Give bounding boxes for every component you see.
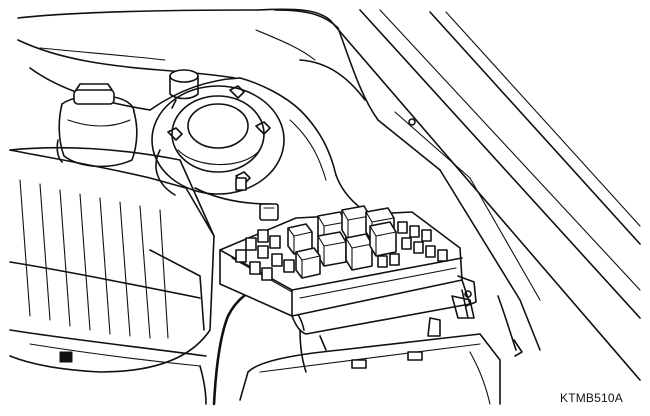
fender-panel: [255, 8, 641, 381]
fuse-array[interactable]: [235, 221, 448, 281]
air-cleaner-box: [9, 146, 215, 405]
figure-code-label: KTMB510A: [560, 391, 623, 405]
fluid-reservoir: [56, 83, 138, 168]
battery: [239, 317, 501, 405]
relay-group[interactable]: [287, 205, 397, 279]
fuse-relay-box[interactable]: [219, 203, 477, 335]
washer-cap: [169, 69, 199, 109]
strut-tower: [151, 85, 285, 196]
